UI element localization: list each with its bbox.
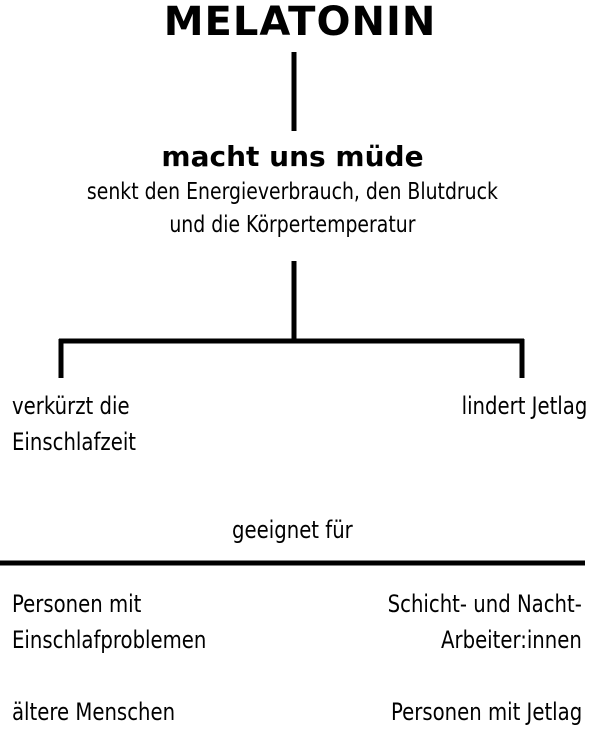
target-left-2: ältere Menschen [12, 694, 175, 730]
description-line: und die Körpertemperatur [169, 212, 416, 238]
description-line: senkt den Energieverbrauch, den Blutdruc… [86, 179, 498, 205]
branch-left-line: Einschlafzeit [12, 428, 136, 456]
target-right-1: Schicht- und Nacht- Arbeiter:innen [388, 586, 582, 658]
target-line: Einschlafproblemen [12, 626, 207, 654]
branch-left-line: verkürzt die [12, 392, 130, 420]
branch-right: lindert Jetlag [461, 388, 587, 424]
branch-right-line: lindert Jetlag [461, 392, 587, 420]
suitable-label: geeignet für [232, 516, 353, 544]
effect-description: senkt den Energieverbrauch, den Blutdruc… [53, 176, 533, 242]
target-line: Personen mit [12, 590, 142, 618]
target-line: Arbeiter:innen [441, 626, 582, 654]
diagram-title: MELATONIN [163, 0, 437, 45]
target-line: Schicht- und Nacht- [387, 590, 582, 618]
target-line: ältere Menschen [12, 698, 176, 726]
target-right-2: Personen mit Jetlag [391, 694, 582, 730]
effect-heading: macht uns müde [161, 140, 424, 173]
branch-left: verkürzt die Einschlafzeit [12, 388, 136, 460]
target-left-1: Personen mit Einschlafproblemen [12, 586, 206, 658]
target-line: Personen mit Jetlag [390, 698, 582, 726]
